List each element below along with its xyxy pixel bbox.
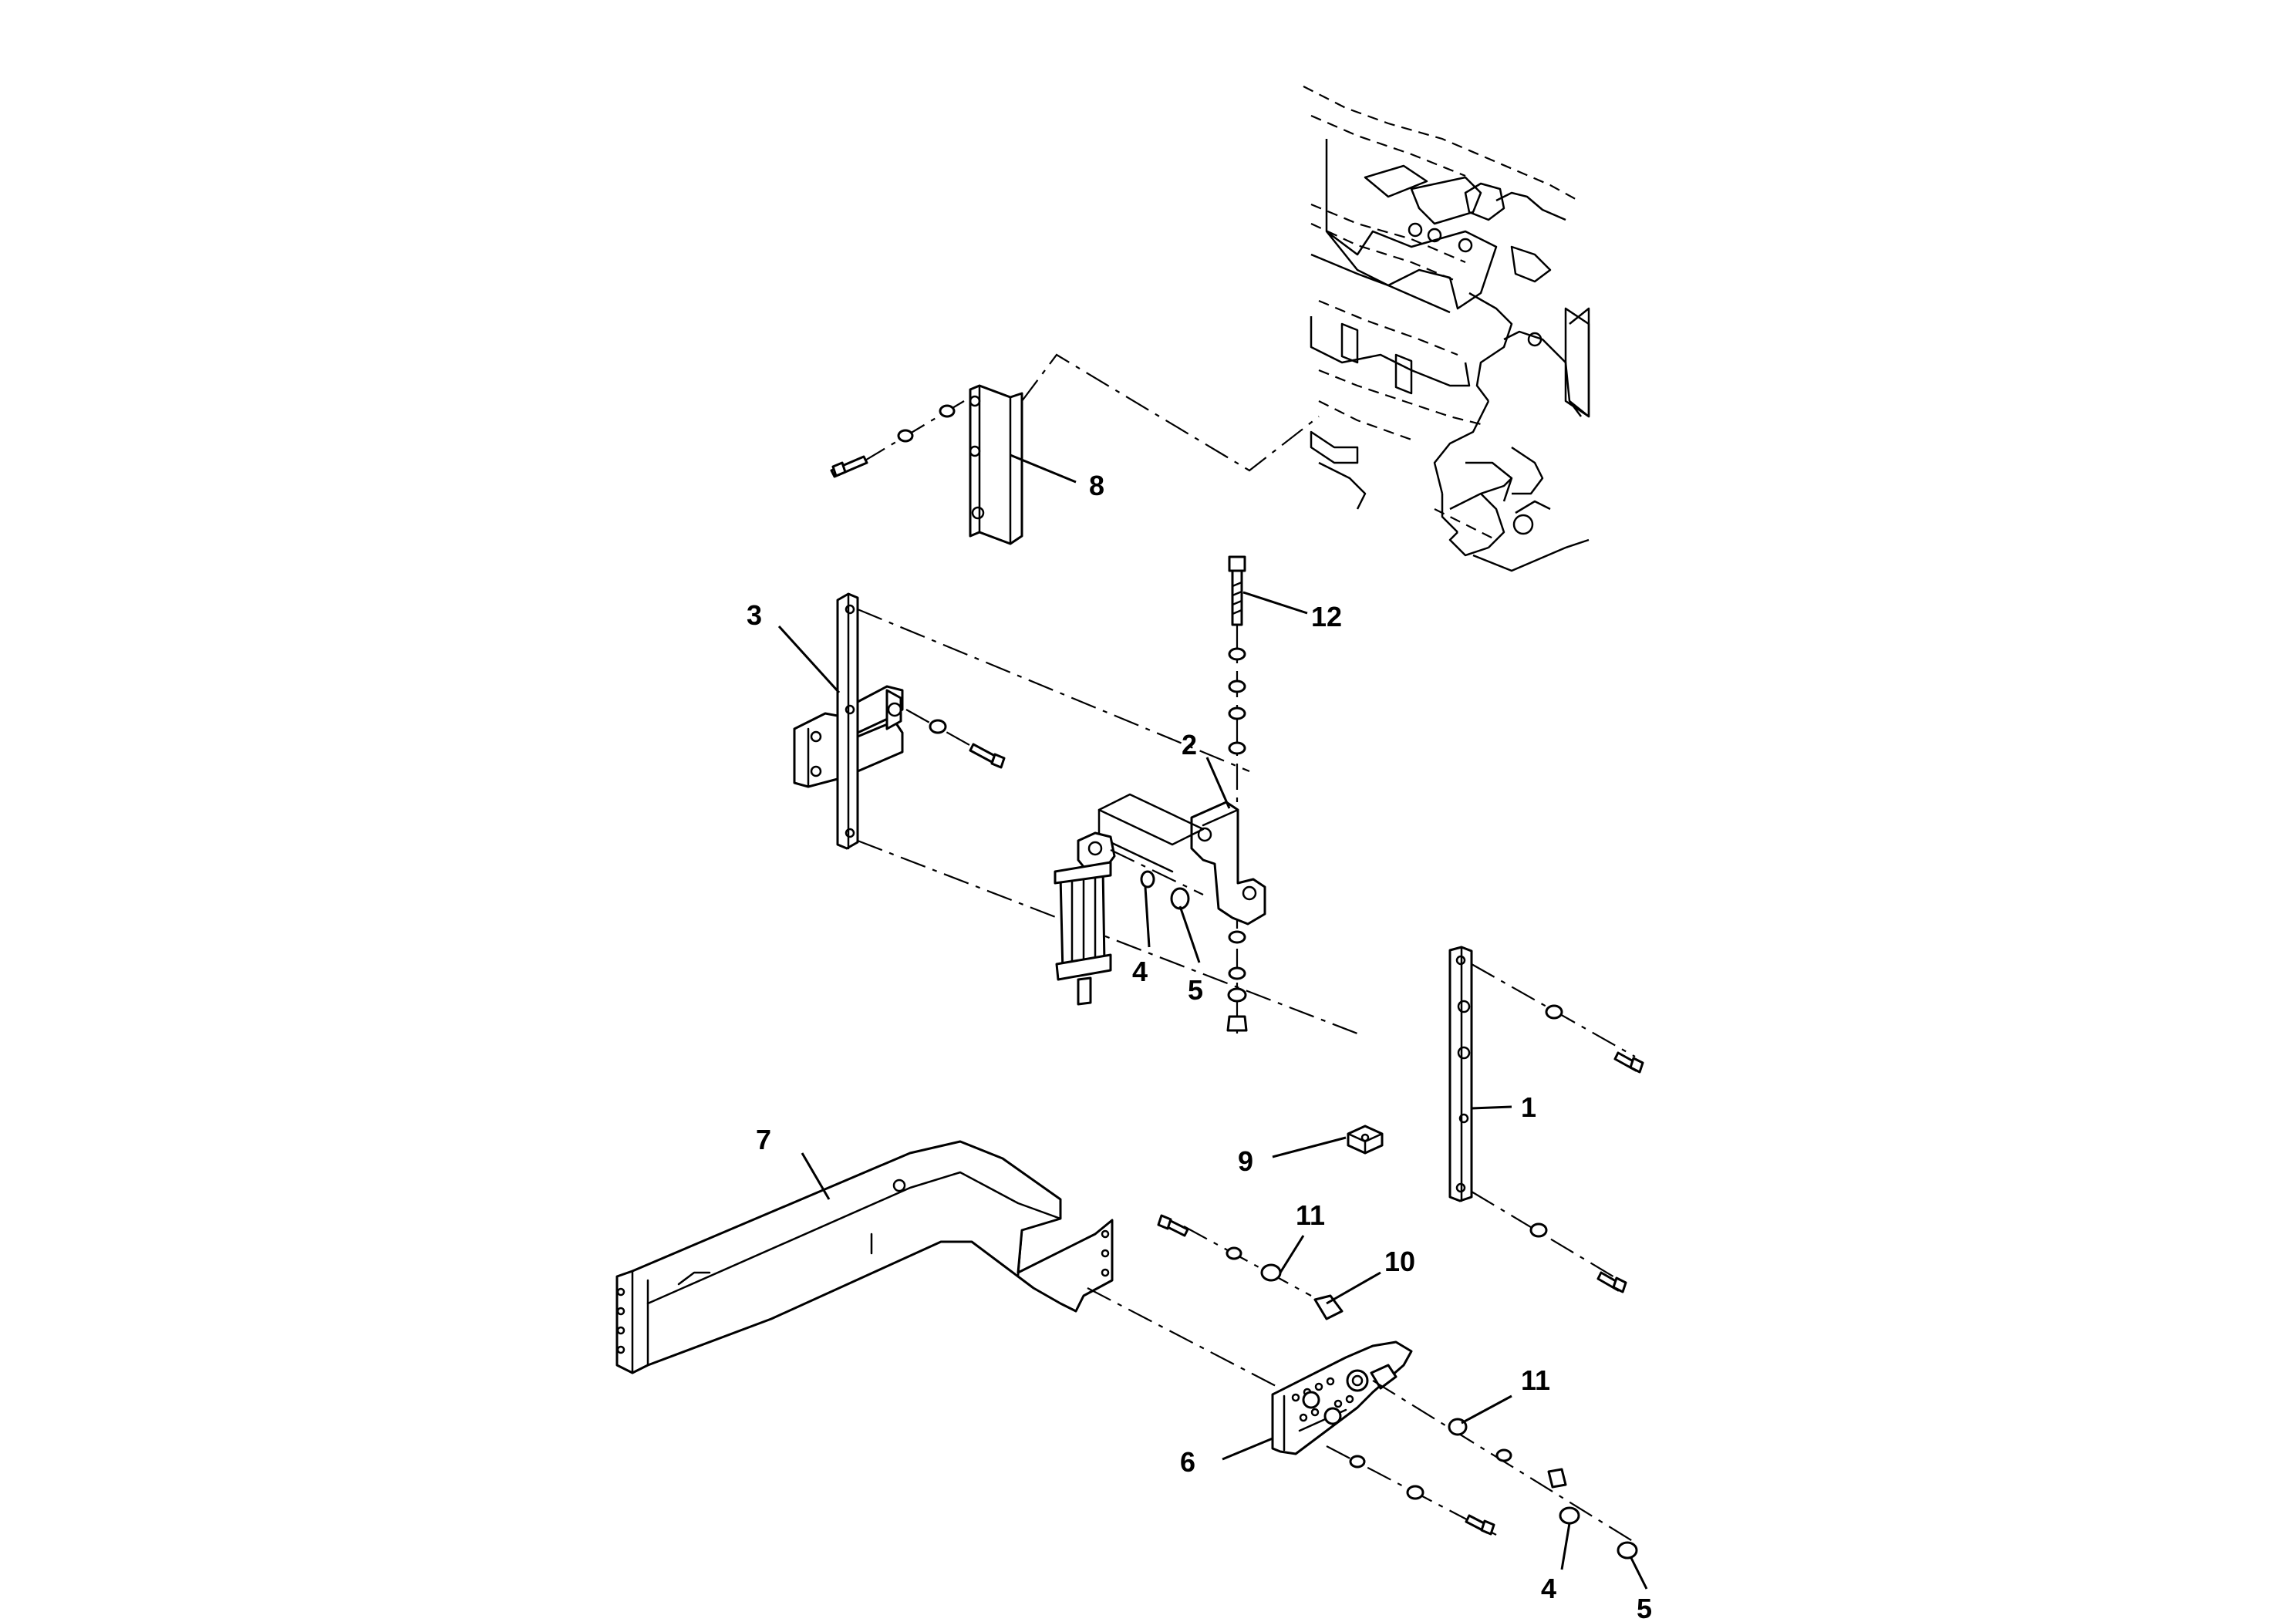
callout-9: 9 [1238, 1145, 1253, 1177]
leader-lines [777, 454, 1648, 1590]
callout-8: 8 [1089, 470, 1104, 501]
cylinder-assembly [1054, 831, 1204, 1006]
callout-6: 6 [1180, 1446, 1195, 1478]
callout-7: 7 [756, 1124, 771, 1155]
callout-10: 10 [1384, 1246, 1415, 1277]
part-12-bolt-stack [1226, 555, 1248, 1034]
callout-4-upper: 4 [1132, 956, 1148, 987]
callout-5-lower: 5 [1637, 1593, 1652, 1622]
part-3-upright [793, 592, 1358, 1035]
callout-1: 1 [1521, 1091, 1536, 1123]
part-6-plate [1271, 1340, 1413, 1455]
callout-3: 3 [747, 599, 762, 631]
part-2-hinge-bracket [1097, 793, 1266, 926]
part-3-fasteners [905, 709, 1006, 769]
part-7-arm [615, 1140, 1281, 1389]
part-8-fasteners [830, 400, 965, 478]
part-1-upright [1448, 946, 1636, 1281]
part-1-fasteners [1529, 1004, 1644, 1293]
callout-11-lower: 11 [1521, 1364, 1550, 1396]
part-8-bracket [969, 353, 1320, 545]
part-9-spacer [1347, 1125, 1384, 1155]
callouts: 8 12 3 2 4 5 1 7 9 11 10 11 6 4 5 [747, 470, 1652, 1622]
callout-5-upper: 5 [1188, 974, 1203, 1006]
callout-11-upper: 11 [1296, 1199, 1325, 1231]
machine-frame [1303, 86, 1590, 572]
callout-12: 12 [1311, 601, 1342, 632]
callout-2: 2 [1182, 729, 1197, 760]
callout-4-lower: 4 [1541, 1573, 1556, 1604]
